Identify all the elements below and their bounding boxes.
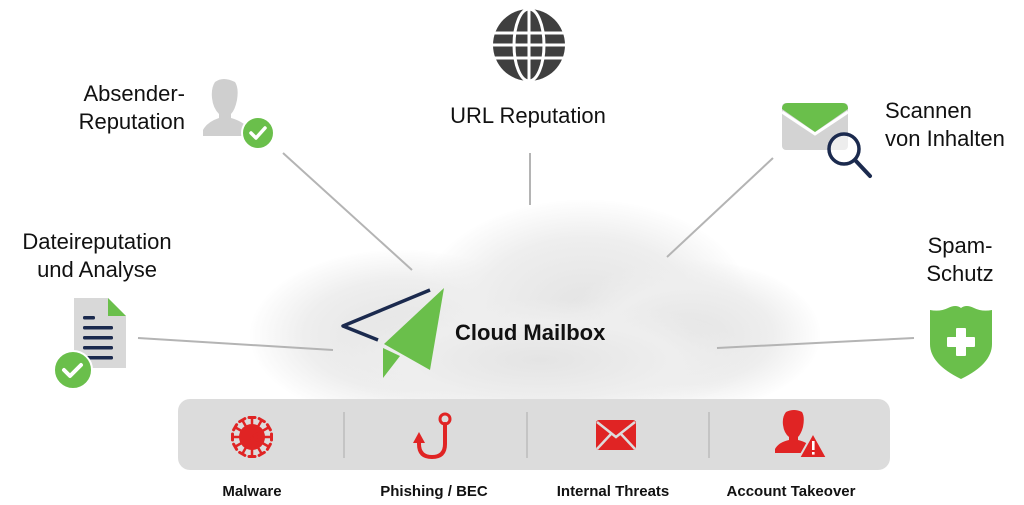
file-label-line1: Dateireputation	[22, 229, 172, 254]
document-check-icon	[53, 298, 126, 390]
feature-url: URL Reputation	[430, 0, 630, 135]
connector-sender	[282, 152, 413, 271]
file-label-line2: und Analyse	[37, 257, 157, 282]
user-warning-icon	[775, 410, 828, 459]
threat-divider	[526, 412, 528, 458]
fishhook-icon	[413, 412, 452, 460]
threat-label-internal: Internal Threats	[556, 483, 670, 500]
threat-label-account-takeover: Account Takeover	[726, 483, 856, 500]
sender-label-line1: Absender-	[83, 81, 185, 106]
content-label-line2: von Inhalten	[885, 126, 1005, 151]
user-check-icon	[203, 79, 275, 150]
feature-sender: Absender- Reputation	[50, 75, 290, 155]
threat-divider	[708, 412, 710, 458]
envelope-icon	[596, 420, 636, 450]
connector-content	[666, 157, 774, 258]
connector-spam	[716, 337, 915, 349]
cloud-mailbox-title: Cloud Mailbox	[455, 320, 606, 345]
spam-label-line2: Schutz	[926, 261, 994, 286]
cloud-mailbox-center: Cloud Mailbox	[340, 284, 660, 379]
threat-label-malware: Malware	[222, 483, 282, 500]
sender-label-line2: Reputation	[78, 109, 185, 134]
threats-bar	[178, 399, 890, 470]
shield-plus-icon	[930, 306, 992, 379]
feature-file: Dateireputation und Analyse	[0, 228, 200, 393]
globe-icon	[493, 8, 565, 82]
content-label-line1: Scannen	[885, 98, 972, 123]
spam-label-line1: Spam-	[927, 233, 993, 258]
threat-label-phishing: Phishing / BEC	[380, 483, 488, 500]
virus-icon	[231, 416, 273, 458]
paper-plane-icon	[341, 288, 444, 378]
feature-spam: Spam- Schutz	[900, 232, 1024, 382]
url-reputation-label: URL Reputation	[450, 103, 606, 128]
mail-search-icon	[781, 103, 872, 178]
threat-divider	[343, 412, 345, 458]
feature-content: Scannen von Inhalten	[778, 95, 1024, 185]
connector-file	[137, 337, 334, 351]
